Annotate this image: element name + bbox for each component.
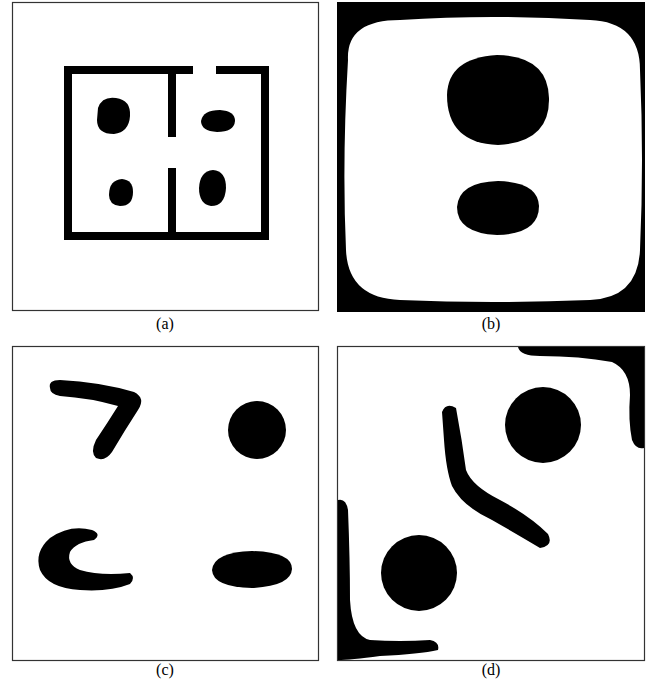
- panel-c: [13, 347, 319, 661]
- panel-d: [338, 347, 645, 661]
- panel-label: (b): [482, 315, 501, 333]
- panel-label: (a): [156, 315, 174, 333]
- panel-label: (d): [482, 661, 501, 679]
- panel-label: (c): [156, 661, 174, 679]
- panel-a: [13, 3, 319, 311]
- panel-b: [337, 2, 645, 312]
